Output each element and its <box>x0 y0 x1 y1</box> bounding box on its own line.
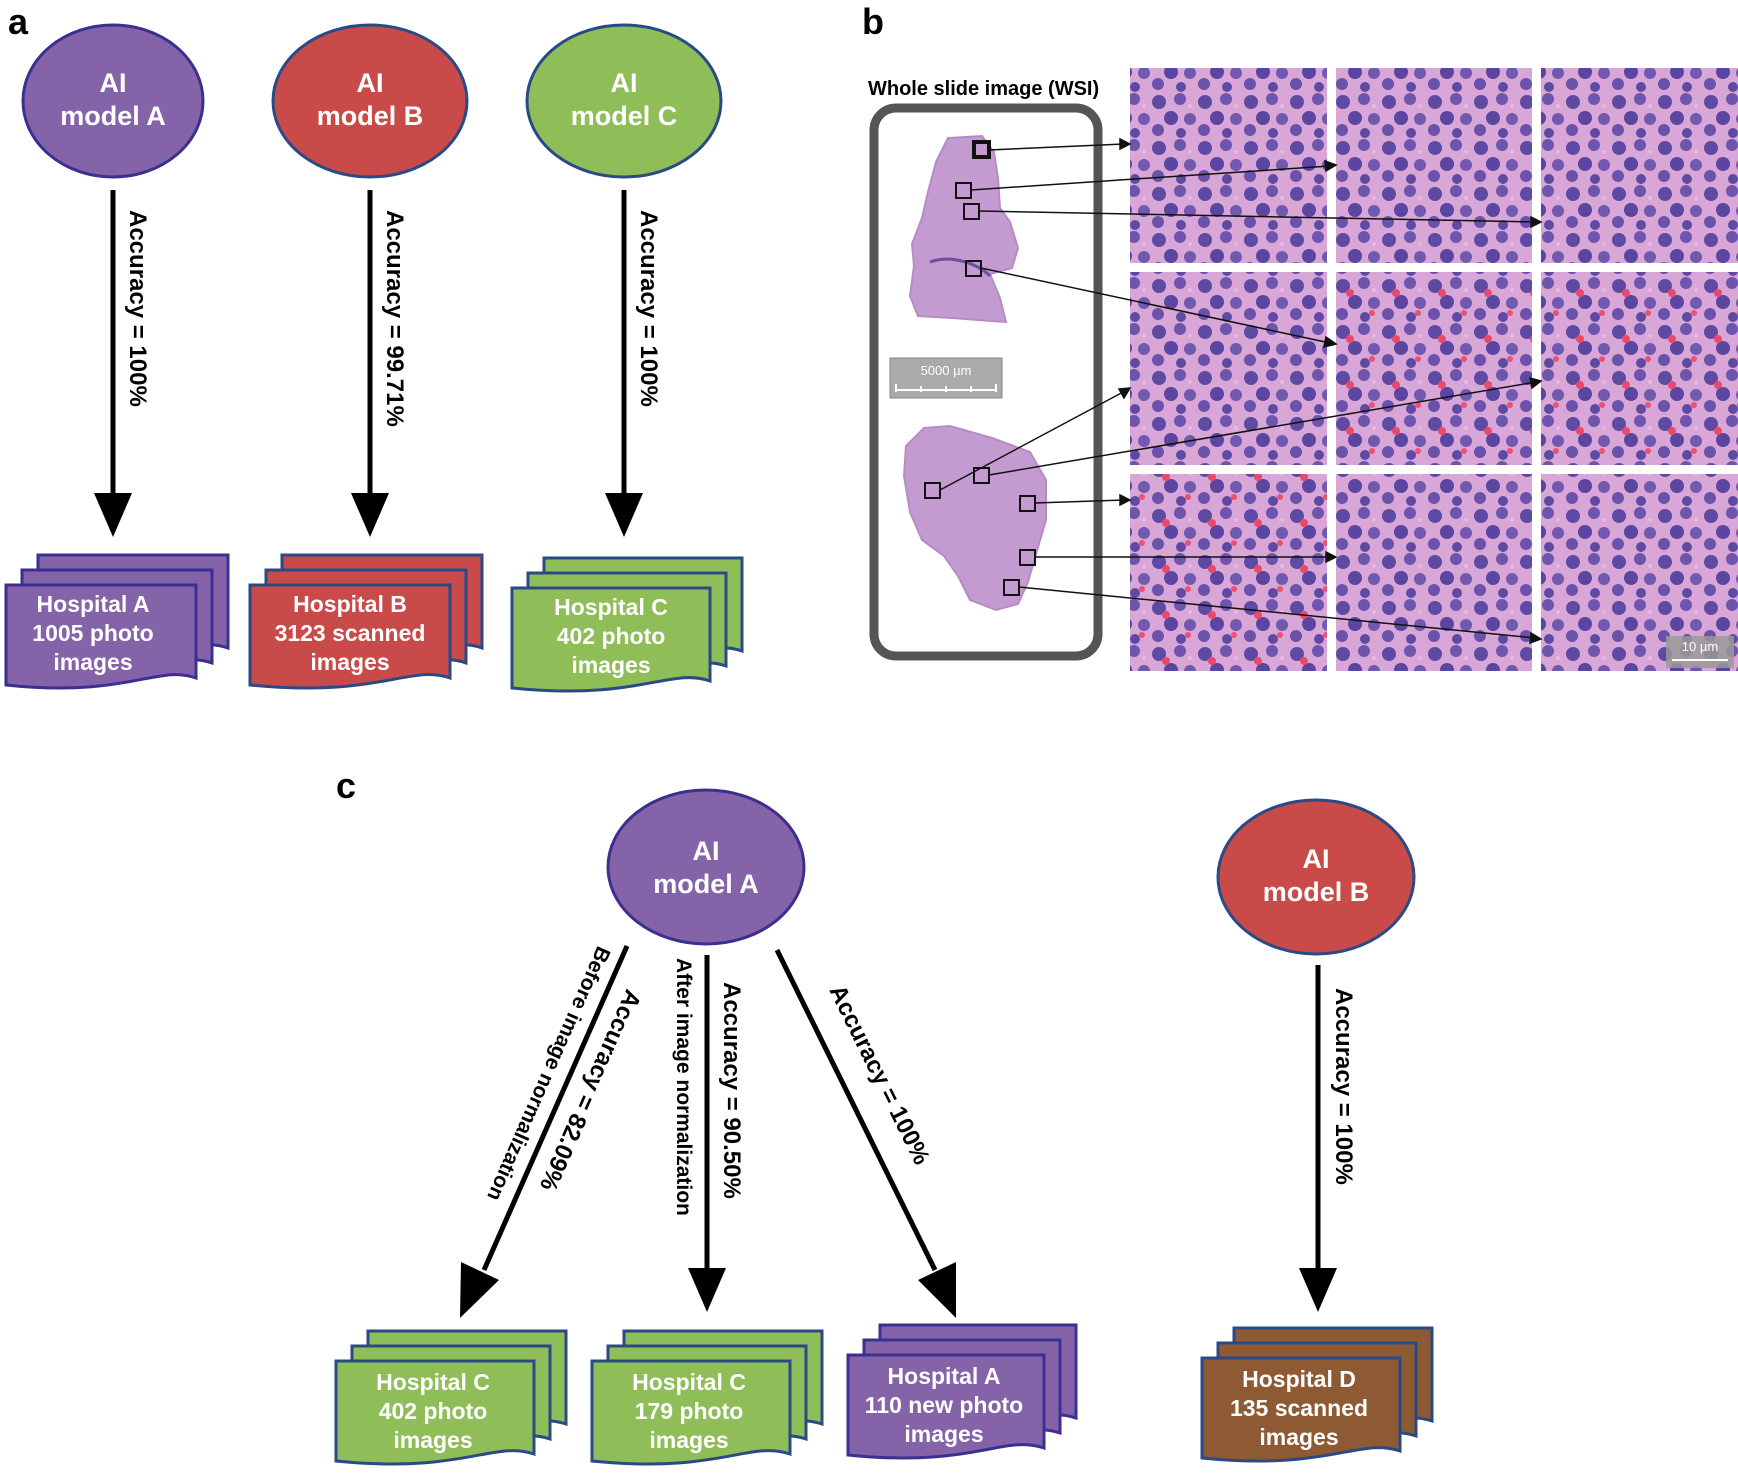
dataset-line3: images <box>649 1427 728 1453</box>
panel-a-model-a: AI model A <box>21 23 205 179</box>
accuracy-label: Accuracy = 100% <box>124 210 151 407</box>
dataset-line2: 135 scanned <box>1230 1395 1368 1421</box>
histology-tile <box>1130 474 1327 671</box>
panel-a-arrow-a: Accuracy = 100% <box>94 190 151 537</box>
wsi-title: Whole slide image (WSI) <box>868 78 1099 100</box>
panel-c-model-b: AI model B <box>1216 798 1416 956</box>
dataset-line1: Hospital A <box>37 591 150 617</box>
dataset-line1: Hospital C <box>632 1369 746 1395</box>
model-label-line2: model A <box>60 101 166 131</box>
accuracy-label: Accuracy = 90.50% <box>718 982 745 1199</box>
dataset-line2: 110 new photo <box>865 1392 1023 1418</box>
dataset-line3: images <box>393 1427 472 1453</box>
model-label-line1: AI <box>611 68 638 98</box>
dataset-line3: images <box>571 652 650 678</box>
dataset-line3: images <box>310 649 389 675</box>
normalization-note: After image normalization <box>672 958 695 1216</box>
panel-c-letter: c <box>336 765 356 806</box>
dataset-line3: images <box>53 649 132 675</box>
histology-tile <box>1130 272 1327 465</box>
model-label-line1: AI <box>100 68 127 98</box>
panel-c-arrow-hospital-d: Accuracy = 100% <box>1299 965 1357 1312</box>
accuracy-label: Accuracy = 99.71% <box>381 210 408 427</box>
panel-c-dataset-hospital-c-179: Hospital C 179 photo images <box>590 1329 824 1466</box>
model-label-line1: AI <box>693 836 720 866</box>
model-label-line2: model B <box>1263 877 1370 907</box>
model-label-line2: model C <box>571 101 678 131</box>
panel-c-arrow-after-normalization: Accuracy = 90.50% After image normalizat… <box>672 955 745 1312</box>
model-label-line2: model A <box>653 869 759 899</box>
model-label-line2: model B <box>317 101 424 131</box>
panel-c-model-a: AI model A <box>606 788 806 946</box>
histology-tile <box>1130 68 1327 263</box>
panel-a-letter: a <box>8 1 29 42</box>
dataset-line2: 402 photo <box>557 623 666 649</box>
panel-a-model-c: AI model C <box>525 23 723 179</box>
histology-tile <box>1336 68 1532 263</box>
model-label-line1: AI <box>1303 844 1330 874</box>
panel-a-model-b: AI model B <box>271 23 469 179</box>
panel-a-arrow-b: Accuracy = 99.71% <box>351 190 408 537</box>
panel-b-letter: b <box>862 1 884 42</box>
wsi-scale-label: 5000 µm <box>921 363 972 378</box>
histology-tile <box>1541 272 1738 465</box>
histology-tile-grid <box>1130 68 1738 671</box>
panel-a-dataset-hospital-a: Hospital A 1005 photo images <box>4 553 230 690</box>
panel-c-dataset-hospital-d-135: Hospital D 135 scanned images <box>1200 1326 1434 1463</box>
dataset-line2: 179 photo <box>635 1398 744 1424</box>
dataset-line2: 3123 scanned <box>275 620 426 646</box>
tile-scale-bar: 10 µm <box>1666 636 1734 668</box>
dataset-line3: images <box>904 1421 983 1447</box>
model-a-ellipse <box>606 788 806 946</box>
model-b-ellipse <box>271 23 469 179</box>
histology-tile <box>1336 272 1532 465</box>
dataset-line1: Hospital D <box>1242 1366 1356 1392</box>
dataset-line2: 402 photo <box>379 1398 488 1424</box>
histology-tile <box>1541 68 1738 263</box>
dataset-line1: Hospital C <box>376 1369 490 1395</box>
histology-tile <box>1336 474 1532 671</box>
wsi-connector-arrows <box>939 137 1543 645</box>
model-label-line1: AI <box>357 68 384 98</box>
tile-scale-label: 10 µm <box>1682 639 1718 654</box>
dataset-line2: 1005 photo <box>32 620 153 646</box>
panel-c-dataset-hospital-c-402: Hospital C 402 photo images <box>334 1329 568 1466</box>
panel-c-dataset-hospital-a-110: Hospital A 110 new photo images <box>846 1323 1078 1460</box>
dataset-line1: Hospital B <box>293 591 407 617</box>
panel-a-dataset-hospital-c: Hospital C 402 photo images <box>510 556 744 693</box>
panel-a-arrow-c: Accuracy = 100% <box>605 190 662 537</box>
model-b-ellipse <box>1216 798 1416 956</box>
dataset-line1: Hospital A <box>888 1363 1001 1389</box>
accuracy-label: Accuracy = 100% <box>1330 988 1357 1185</box>
panel-a-dataset-hospital-b: Hospital B 3123 scanned images <box>248 553 484 690</box>
dataset-line1: Hospital C <box>554 594 668 620</box>
wsi-scale-bar: 5000 µm <box>889 357 1003 399</box>
model-c-ellipse <box>525 23 723 179</box>
model-a-ellipse <box>21 23 205 179</box>
accuracy-label: Accuracy = 100% <box>635 210 662 407</box>
dataset-line3: images <box>1259 1424 1338 1450</box>
panel-c-arrow-hospital-a: Accuracy = 100% <box>774 948 956 1318</box>
panel-c-arrow-before-normalization: Accuracy = 82.09% Before image normaliza… <box>460 943 646 1318</box>
